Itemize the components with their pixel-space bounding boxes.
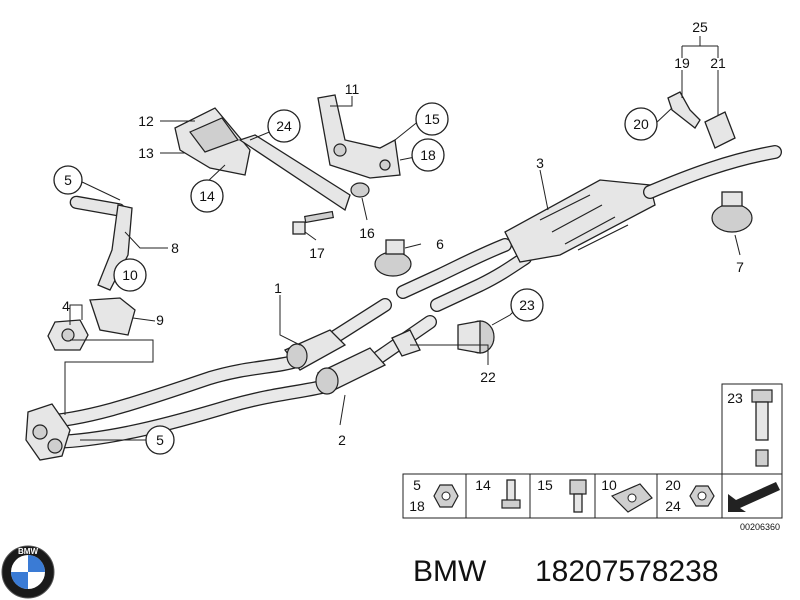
drawing-reference: 00206360 xyxy=(740,522,780,532)
exhaust-flange xyxy=(25,403,71,461)
bolt-17 xyxy=(292,210,335,235)
bracket-9 xyxy=(89,297,136,336)
callout-5-bottom: 5 xyxy=(156,432,164,448)
bracket-11 xyxy=(317,94,401,179)
callout-20: 20 xyxy=(633,116,649,132)
bmw-logo: BMW xyxy=(1,545,55,599)
part-number: 18207578238 xyxy=(535,555,719,588)
hanger-20 xyxy=(667,91,701,129)
sleeve-23 xyxy=(457,320,495,354)
legend-nut-24-icon xyxy=(689,485,715,507)
legend-14: 14 xyxy=(475,477,491,493)
callout-15: 15 xyxy=(424,111,440,127)
front-pipe-assembly xyxy=(33,298,437,449)
middle-pipes xyxy=(396,238,532,312)
legend-18: 18 xyxy=(409,498,425,514)
callout-13: 13 xyxy=(138,145,154,161)
legend-screw-icon xyxy=(569,479,587,513)
clamp-7 xyxy=(711,191,753,233)
legend-10: 10 xyxy=(601,477,617,493)
hardware-legend: 23 5 18 14 15 10 xyxy=(402,383,783,532)
legend-20: 20 xyxy=(665,477,681,493)
main-catalytic-converter xyxy=(504,145,782,263)
legend-arrow-icon xyxy=(728,482,780,512)
callout-12: 12 xyxy=(138,113,154,129)
callout-10: 10 xyxy=(122,267,138,283)
washer-16 xyxy=(350,182,370,198)
callout-24: 24 xyxy=(276,118,292,134)
callout-3: 3 xyxy=(536,155,544,171)
brand-name: BMW xyxy=(413,555,487,588)
legend-24: 24 xyxy=(665,498,681,514)
legend-stud-icon xyxy=(501,479,521,509)
callout-21: 21 xyxy=(710,55,726,71)
bracket-12-13 xyxy=(174,107,251,176)
callout-9: 9 xyxy=(156,312,164,328)
callout-17: 17 xyxy=(309,245,325,261)
callout-1: 1 xyxy=(274,280,282,296)
front-catalytic-converter-2 xyxy=(315,347,387,395)
callout-14: 14 xyxy=(199,188,215,204)
bracket-24 xyxy=(238,134,351,212)
legend-5: 5 xyxy=(413,477,421,493)
legend-15: 15 xyxy=(537,477,553,493)
callout-16: 16 xyxy=(359,225,375,241)
callout-6: 6 xyxy=(436,236,444,252)
leader-lines xyxy=(64,36,741,441)
callout-18: 18 xyxy=(420,147,436,163)
callout-4: 4 xyxy=(62,298,70,314)
callout-11: 11 xyxy=(345,81,360,97)
bracket-22 xyxy=(391,329,421,357)
legend-23: 23 xyxy=(727,390,743,406)
callout-2: 2 xyxy=(338,432,346,448)
callouts: 1 2 3 4 5 5 6 7 8 9 10 11 12 13 14 15 16… xyxy=(53,19,744,455)
logo-lettering: BMW xyxy=(18,547,38,556)
callout-8: 8 xyxy=(171,240,179,256)
legend-clip-nut-icon xyxy=(610,483,653,513)
hanger-21 xyxy=(704,111,736,149)
clamp-6 xyxy=(374,239,412,277)
legend-bolt-23-icon xyxy=(751,389,773,467)
callout-25: 25 xyxy=(692,19,708,35)
bracket-8 xyxy=(69,195,133,291)
legend-nut-icon xyxy=(433,484,459,508)
callout-5-top: 5 xyxy=(64,172,72,188)
callout-7: 7 xyxy=(736,259,744,275)
gasket-4 xyxy=(47,319,89,351)
callout-23: 23 xyxy=(519,297,535,313)
callout-22: 22 xyxy=(480,369,496,385)
callout-19: 19 xyxy=(674,55,690,71)
